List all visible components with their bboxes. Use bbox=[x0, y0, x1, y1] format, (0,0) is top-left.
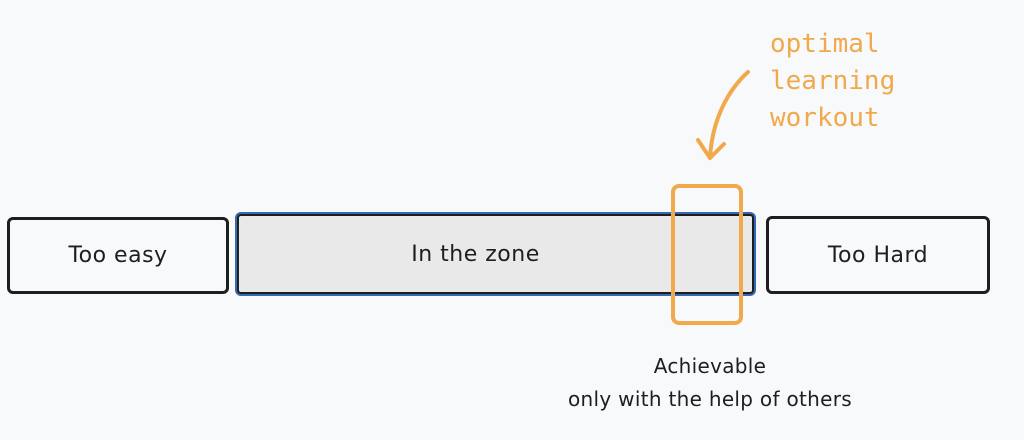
in-the-zone-box: In the zone bbox=[237, 214, 754, 294]
annotation-line-3: workout bbox=[770, 103, 880, 133]
caption-line-2: only with the help of others bbox=[568, 387, 852, 411]
too-easy-label: Too easy bbox=[68, 243, 168, 268]
annotation-line-2: learning bbox=[770, 66, 896, 96]
curved-arrow-icon bbox=[696, 70, 750, 160]
too-hard-label: Too Hard bbox=[827, 242, 929, 268]
too-hard-box: Too Hard bbox=[766, 216, 990, 294]
in-the-zone-label: In the zone bbox=[411, 241, 540, 267]
annotation-line-1: optimal bbox=[770, 29, 880, 59]
too-easy-box: Too easy bbox=[7, 217, 229, 294]
optimal-learning-annotation: optimal learning workout bbox=[770, 26, 970, 137]
caption-line-1: Achievable bbox=[653, 354, 767, 378]
achievable-caption: Achievable only with the help of others bbox=[500, 350, 920, 416]
optimal-zone-highlight bbox=[671, 184, 743, 325]
